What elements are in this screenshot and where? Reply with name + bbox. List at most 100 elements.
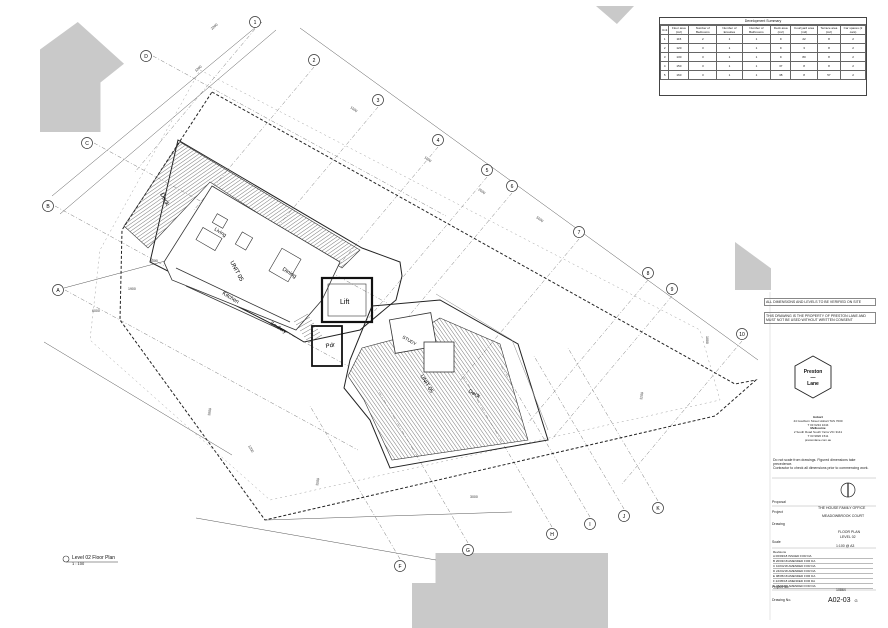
- stair: [293, 313, 323, 344]
- logo-line1: Preston: [803, 369, 823, 375]
- schedule-cell: 2: [840, 70, 866, 80]
- dimension-label: 1200: [639, 392, 644, 400]
- schedule-table: Unit Floor area (m2) Number of Bedrooms …: [659, 25, 866, 80]
- dimension-label: 1900: [128, 287, 136, 291]
- grid-bubble-circle: [642, 267, 654, 279]
- grid-bubble-circle: [546, 528, 558, 540]
- grid-bubble-D: D: [140, 50, 152, 62]
- grid-bubble-circle: [573, 226, 585, 238]
- grid-bubble-label: C: [85, 141, 89, 147]
- grid-bubble-label: F: [398, 564, 401, 570]
- schedule-header-row: Unit Floor area (m2) Number of Bedrooms …: [659, 25, 866, 35]
- revision-row: F 22/05/18 AMENDED FOR DA: [773, 579, 873, 584]
- drawing-value: FLOOR PLAN: [838, 530, 861, 534]
- office-2-phone: T 03 9826 1511: [807, 433, 829, 438]
- note-scale: Do not scale from drawings. Figured dime…: [773, 458, 873, 470]
- grid-bubble-circle: [372, 94, 384, 106]
- grid-lines: [54, 28, 743, 560]
- plan-scale-text: 1 : 100: [72, 561, 85, 566]
- logo-text: Preston — Lane: [793, 369, 833, 387]
- pdr-room: [311, 325, 343, 367]
- note-copyright-text: THIS DRAWING IS THE PROPERTY OF PRESTON …: [766, 314, 866, 322]
- void: [423, 341, 455, 373]
- grid-bubble-label: B: [46, 204, 50, 210]
- grid-bubble-label: G: [466, 548, 470, 554]
- stair-tread: [299, 322, 315, 332]
- dimension-labels: 2200120015001000200050003000600019001000…: [92, 23, 709, 499]
- logo-hexagon-icon: [794, 355, 832, 399]
- grid-bubble-circle: [506, 180, 518, 192]
- grid-bubble-label: 8: [647, 271, 650, 277]
- dining-table: [268, 247, 302, 283]
- dimension-label: 1000: [423, 156, 432, 164]
- grid-bubble-circle: [432, 134, 444, 146]
- logo-line3: Lane: [807, 381, 819, 387]
- building-outline-lower: [343, 299, 549, 469]
- dimension-label: 2000: [477, 188, 486, 196]
- grid-bubble-I: I: [584, 518, 596, 530]
- revision-row: C 10/04/18 AMENDED FOR DA: [773, 564, 873, 569]
- grid-bubble-label: 3: [377, 98, 380, 104]
- grid-bubble-label: K: [656, 506, 660, 512]
- schedule-cell: 3: [688, 70, 718, 80]
- grid-bubble-4: 4: [432, 134, 444, 146]
- revisions-label: Revisions: [773, 550, 787, 554]
- project-no-label: Project No.: [772, 585, 790, 589]
- grid-bubble-label: D: [144, 54, 148, 60]
- kitchen-bench: [175, 267, 291, 323]
- coffee-table: [211, 213, 229, 229]
- stair-tread: [305, 331, 321, 341]
- schedule-cell: 8: [790, 70, 818, 80]
- grid-bubble-circle: [81, 137, 93, 149]
- logo-line2: —: [810, 375, 816, 381]
- stair-tread: [301, 325, 317, 335]
- stair-tread: [307, 334, 323, 344]
- dimension-lines: [43, 21, 759, 561]
- grid-bubble-10: 10: [736, 328, 748, 340]
- office-1-address: 44 Goulburn Street Hobart TAS 7000: [793, 418, 843, 423]
- dimension-label: 1000: [207, 408, 212, 416]
- development-schedule: Development Summary Unit Floor area (m2)…: [659, 17, 867, 96]
- grid-bubble-circle: [481, 164, 493, 176]
- grid-bubble-9: 9: [666, 283, 678, 295]
- dimension-label: 5000: [535, 216, 544, 224]
- project-label: Project: [772, 510, 783, 514]
- room-deck-lower: Deck: [467, 389, 481, 401]
- note-check-text: Contractor to check all dimensions prior…: [773, 466, 869, 470]
- interior-wall: [185, 285, 287, 333]
- revision-row: A 06/03/18 ISSUED FOR DA: [773, 554, 873, 559]
- grid-bubble-label: I: [589, 522, 590, 528]
- grid-bubble-7: 7: [573, 226, 585, 238]
- grid-bubble-F: F: [394, 560, 406, 572]
- drawing-label: Drawing: [772, 522, 785, 526]
- grid-bubble-label: 10: [739, 332, 745, 338]
- schedule-title: Development Summary: [660, 18, 866, 25]
- upper-outline-lower: [435, 293, 549, 431]
- site-boundary: [119, 91, 758, 521]
- note-verify: ALL DIMENSIONS AND LEVELS TO BE VERIFIED…: [764, 298, 876, 306]
- dimension-label: 6000: [92, 309, 100, 313]
- plan-title-marker-icon: [62, 555, 70, 563]
- schedule-cell: 160: [668, 70, 690, 80]
- project-no-value: 10864: [836, 588, 846, 592]
- grid-bubble-3: 3: [372, 94, 384, 106]
- drawing-level: LEVEL 02: [840, 535, 856, 539]
- dimension-label: 3000: [470, 495, 478, 499]
- dimension-label: 1000: [705, 336, 709, 344]
- project-value: MEADOWBROOK COURT: [822, 514, 865, 518]
- note-copyright: THIS DRAWING IS THE PROPERTY OF PRESTON …: [764, 312, 876, 324]
- grid-bubble-label: 9: [671, 287, 674, 293]
- sofa: [195, 227, 223, 251]
- plan-title-text: Level 02 Floor Plan: [72, 555, 116, 561]
- dimension-label: 3000: [150, 259, 158, 263]
- proposal-value: THE HOUSE FAMILY OFFICE: [818, 506, 866, 510]
- grid-bubble-G: G: [462, 544, 474, 556]
- grid-bubble-label: J: [623, 514, 626, 520]
- office-1-phone: T 03 6234 1044: [807, 422, 829, 427]
